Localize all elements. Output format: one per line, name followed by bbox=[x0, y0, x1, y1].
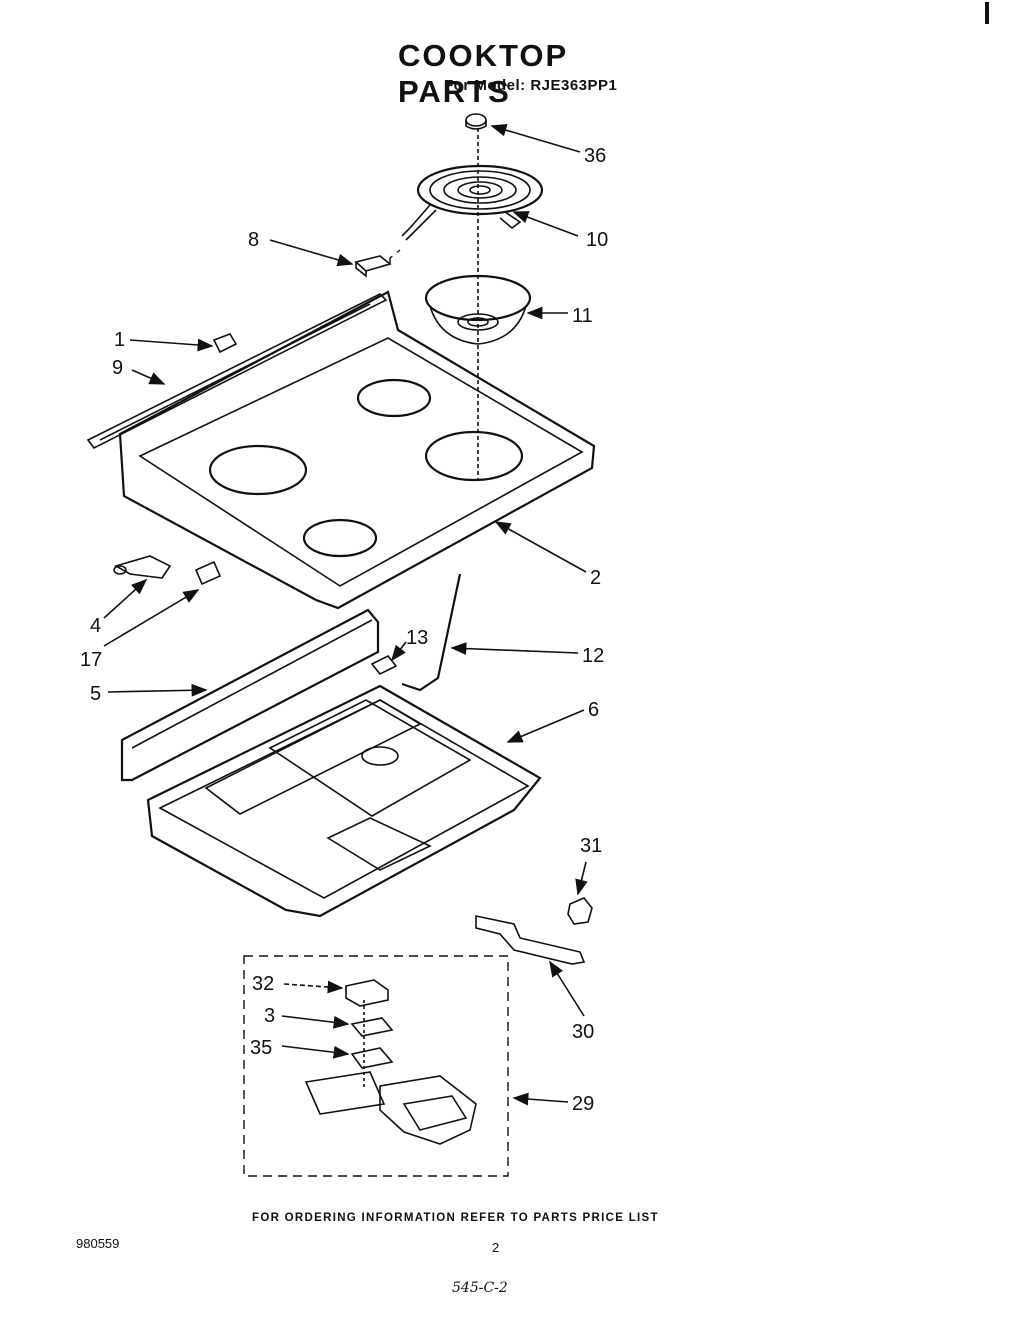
callout-4: 4 bbox=[90, 615, 101, 637]
edge-mark bbox=[985, 2, 989, 24]
part-10-surface-element bbox=[401, 164, 544, 241]
callout-12: 12 bbox=[582, 645, 604, 667]
callout-13: 13 bbox=[406, 627, 428, 649]
callout-31: 31 bbox=[580, 835, 602, 857]
part-30-bracket-arm bbox=[475, 915, 586, 965]
part-32-switch bbox=[345, 979, 389, 1007]
part-1-clip bbox=[212, 333, 238, 354]
part-4-bracket bbox=[113, 555, 172, 579]
part-8-terminal-block bbox=[354, 249, 401, 278]
callout-11: 11 bbox=[572, 305, 593, 327]
page-number: 2 bbox=[492, 1240, 500, 1255]
part-2-cooktop bbox=[118, 290, 596, 610]
callout-36: 36 bbox=[584, 145, 606, 167]
part-13-clip bbox=[370, 654, 398, 676]
callout-3: 3 bbox=[264, 1005, 275, 1027]
callout-17: 17 bbox=[80, 649, 102, 671]
callout-30: 30 bbox=[572, 1021, 594, 1043]
ordering-note: FOR ORDERING INFORMATION REFER TO PARTS … bbox=[252, 1212, 659, 1224]
callout-2: 2 bbox=[590, 567, 601, 589]
part-6-burner-box bbox=[146, 684, 542, 918]
callout-9: 9 bbox=[112, 357, 123, 379]
part-35-plate bbox=[350, 1047, 394, 1069]
part-29-enclosure bbox=[243, 955, 509, 1177]
part-12-support-rod bbox=[401, 573, 462, 692]
page-title: COOKTOP PARTS bbox=[398, 38, 568, 109]
callout-29: 29 bbox=[572, 1093, 594, 1115]
callout-32: 32 bbox=[252, 973, 274, 995]
part-29-switch-assembly bbox=[304, 1071, 477, 1145]
callout-5: 5 bbox=[90, 683, 101, 705]
handwritten-note: 545-C-2 bbox=[452, 1280, 508, 1296]
callout-6: 6 bbox=[588, 699, 599, 721]
part-31-nut bbox=[567, 897, 593, 925]
part-5-front-panel bbox=[120, 608, 380, 782]
model-line: For Model: RJE363PP1 bbox=[444, 77, 618, 94]
part-36-cap bbox=[465, 113, 487, 130]
document-number: 980559 bbox=[76, 1236, 120, 1251]
callout-1: 1 bbox=[114, 329, 125, 351]
part-3-plate bbox=[350, 1017, 394, 1037]
callout-10: 10 bbox=[586, 229, 608, 251]
part-17-bumper bbox=[194, 560, 222, 586]
callout-8: 8 bbox=[248, 229, 259, 251]
callout-35: 35 bbox=[250, 1037, 272, 1059]
